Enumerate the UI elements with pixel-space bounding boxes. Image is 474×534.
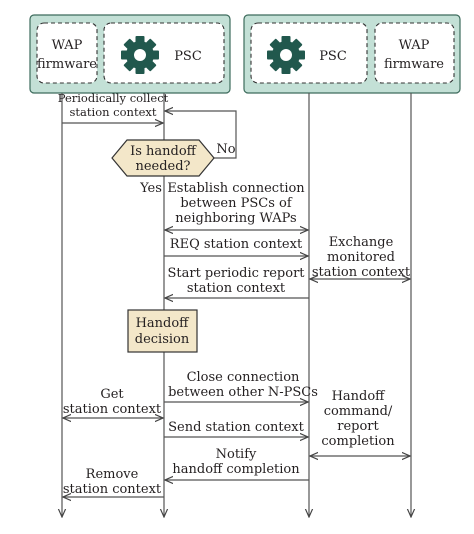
- left-wap-label-line2: firmware: [37, 57, 97, 72]
- periodic-collect-label-line1: Periodically collect: [58, 91, 169, 105]
- handoff-needed-decision: [111, 139, 215, 177]
- exchange-label-line3: station context: [312, 265, 411, 280]
- close-label-line1: Close connection: [187, 370, 300, 385]
- get-label-line2: station context: [63, 402, 162, 417]
- right-psc-box: [250, 22, 368, 84]
- handoff-decision-label-line2: decision: [135, 332, 190, 347]
- left-psc-label: PSC: [174, 49, 202, 64]
- left-wap-label-line1: WAP: [52, 38, 83, 53]
- handoff-cmd-label-line2: command/: [324, 404, 393, 419]
- send-context-label: Send station context: [168, 420, 305, 435]
- right-wap-label-line2: firmware: [384, 57, 444, 72]
- gear-icon: [267, 36, 305, 74]
- req-context-label: REQ station context: [170, 237, 303, 252]
- left-wap-firmware-box: [36, 22, 98, 84]
- decision-label-line2: needed?: [135, 159, 190, 174]
- left-psc-box: [103, 22, 225, 84]
- remove-label-line2: station context: [63, 482, 162, 497]
- exchange-label-line2: monitored: [327, 250, 395, 265]
- right-wap-firmware-box: [374, 22, 455, 84]
- establish-label-line2: between PSCs of: [180, 196, 292, 211]
- remove-label-line1: Remove: [86, 467, 139, 482]
- establish-label-line3: neighboring WAPs: [175, 211, 296, 226]
- decision-label-line1: Is handoff: [130, 144, 198, 159]
- periodic-collect-label-line2: station context: [70, 105, 157, 119]
- notify-label-line1: Notify: [216, 447, 257, 462]
- exchange-label-line1: Exchange: [329, 235, 394, 250]
- handoff-cmd-label-line4: completion: [321, 434, 395, 449]
- notify-label-line2: handoff completion: [172, 462, 300, 477]
- close-label-line2: between other N-PSCs: [168, 385, 318, 400]
- get-label-line1: Get: [100, 387, 124, 402]
- no-loop-arrow: [165, 111, 237, 159]
- handoff-cmd-label-line3: report: [337, 419, 379, 434]
- handoff-decision-label-line1: Handoff: [136, 316, 191, 331]
- right-psc-label: PSC: [319, 49, 347, 64]
- right-wap-label-line1: WAP: [399, 38, 430, 53]
- establish-label-line1: Establish connection: [167, 181, 305, 196]
- start-report-label-line1: Start periodic report: [167, 266, 305, 281]
- gear-icon: [121, 36, 159, 74]
- start-report-label-line2: station context: [187, 281, 286, 296]
- handoff-decision-box: [127, 309, 198, 353]
- no-label: No: [216, 142, 235, 157]
- handoff-cmd-label-line1: Handoff: [332, 389, 387, 404]
- yes-label: Yes: [139, 181, 162, 196]
